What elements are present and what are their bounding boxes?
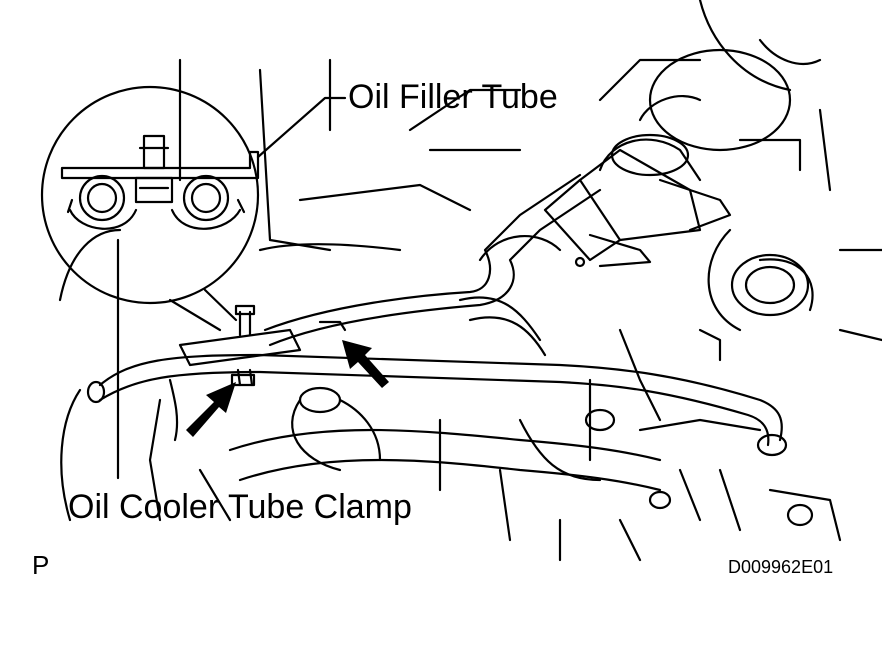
oil-filler-tube (263, 173, 602, 357)
oil-cooler-tubes (86, 353, 788, 457)
oil-filler-tube-label: Oil Filler Tube (348, 78, 558, 116)
filler-tube-bracket (543, 133, 732, 268)
lower-hose (228, 428, 662, 492)
oil-filler-tube-leader (256, 96, 347, 159)
clamp-arrow-left (186, 382, 236, 437)
view-letter: P (32, 550, 50, 580)
detail-magnifier (40, 85, 260, 332)
tube-clamp (178, 304, 347, 387)
oil-cooler-tube-clamp-label: Oil Cooler Tube Clamp (68, 488, 412, 526)
engine-block-outline (58, 0, 882, 562)
clamp-arrow-right (342, 340, 389, 388)
figure-id: D009962E01 (728, 557, 834, 577)
